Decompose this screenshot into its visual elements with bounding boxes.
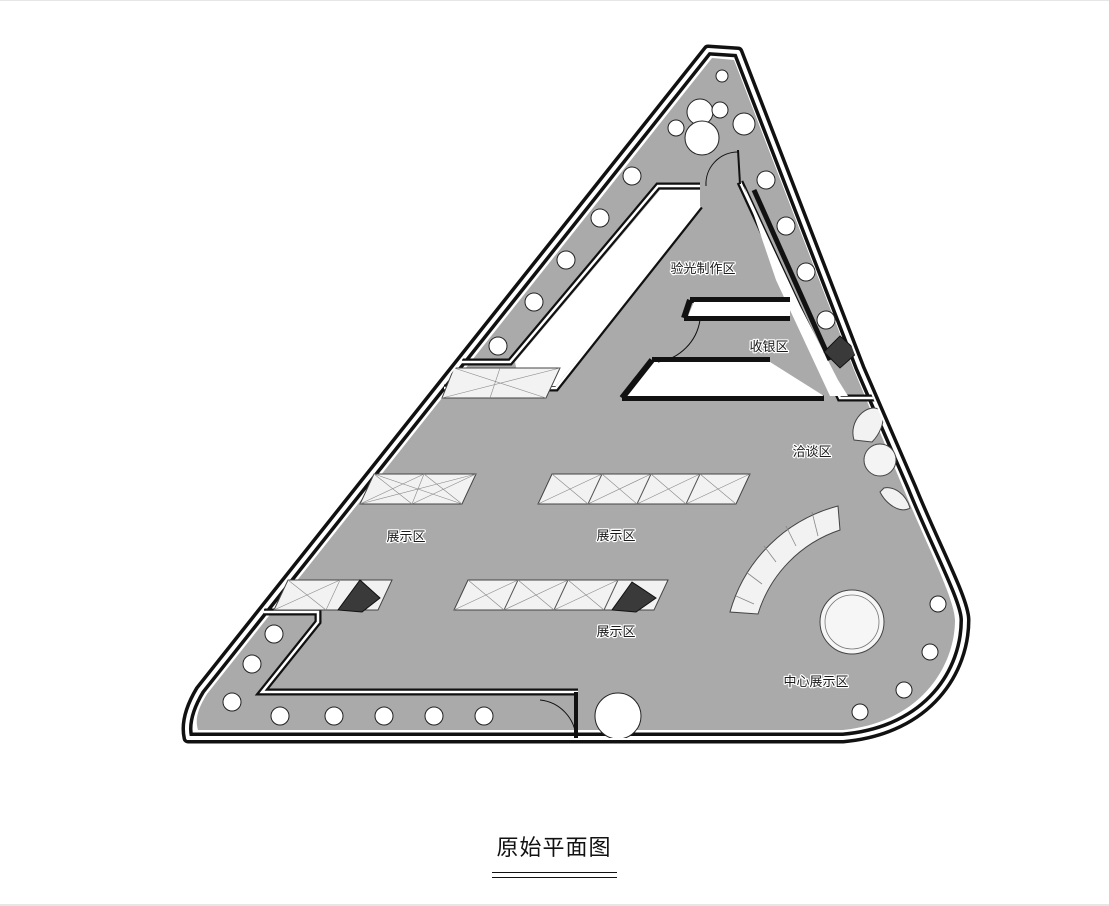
cashier-wall — [619, 297, 824, 401]
zone-label-zhanshi-lower: 展示区 — [596, 625, 635, 640]
display-shelf-left — [359, 473, 477, 505]
zone-label-zhanshi-center: 展示区 — [596, 529, 635, 544]
caption-underline-top — [492, 872, 617, 873]
frame-bottom-border — [0, 904, 1109, 906]
door-swing-top — [705, 151, 739, 187]
inner-wall-left-corridor — [444, 182, 703, 392]
negotiation-furniture — [852, 407, 911, 511]
plan-caption: 原始平面图 — [496, 836, 612, 861]
display-shelf-top-left — [441, 367, 561, 399]
perimeter-lights — [222, 69, 947, 726]
display-shelf-lower-center — [453, 579, 669, 613]
curved-display-counter — [729, 505, 841, 615]
display-shelf-lower-left — [273, 579, 393, 613]
caption-underline-bottom — [492, 877, 617, 878]
inner-wall-lower-left — [254, 608, 578, 738]
inner-wall-right — [736, 180, 876, 402]
door-swing-bottom — [539, 699, 577, 738]
zone-label-zhanshi-left: 展示区 — [386, 530, 425, 545]
zone-label-shouyin: 收银区 — [749, 340, 788, 355]
display-shelf-center — [537, 473, 751, 505]
entrance-column — [594, 692, 642, 738]
zone-label-qiatan: 洽谈区 — [792, 445, 831, 460]
zone-label-zhongxin: 中心展示区 — [783, 675, 848, 690]
center-round-platform — [819, 589, 885, 655]
zone-label-yanguang: 验光制作区 — [670, 261, 735, 277]
frame-top-border — [0, 0, 1109, 1]
